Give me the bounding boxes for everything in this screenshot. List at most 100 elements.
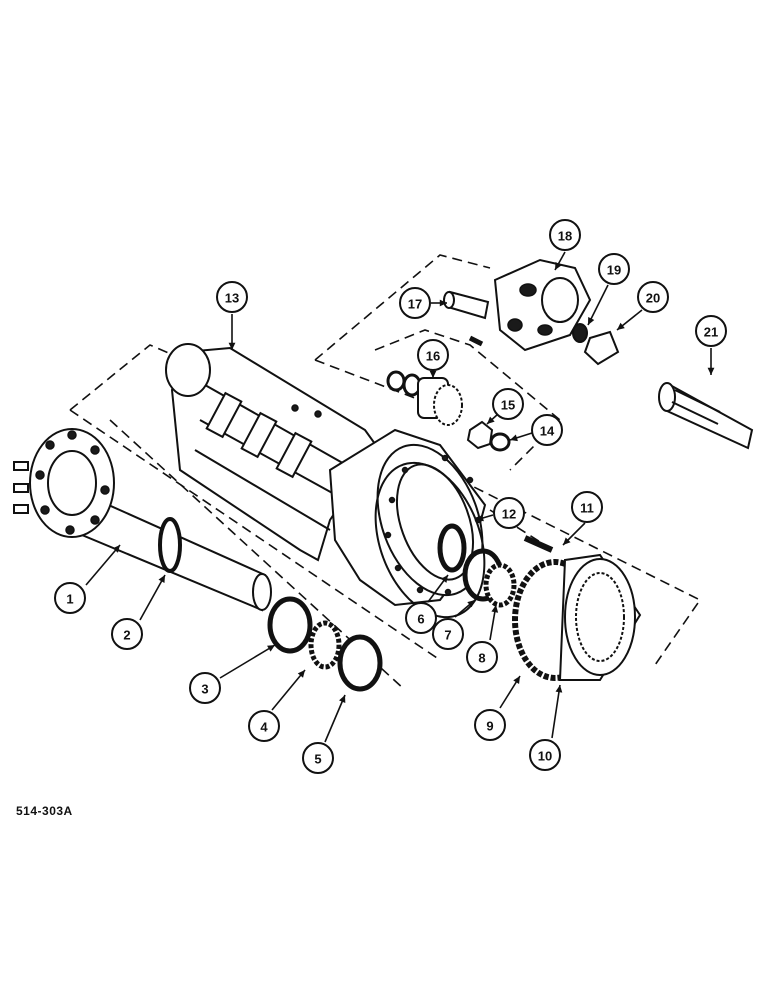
callout-circle: [111, 618, 143, 650]
callout-circle: [492, 388, 524, 420]
sun-gear-shaft: [658, 382, 754, 450]
spacer-ring: [337, 634, 383, 692]
callout-circle: [695, 315, 727, 347]
bearing-cone: [308, 620, 342, 670]
arrowhead-2: [158, 575, 165, 583]
callout-20: 20: [637, 281, 669, 313]
arrowhead-3: [267, 645, 275, 652]
callout-3: 3: [189, 672, 221, 704]
callout-number: 12: [502, 507, 516, 522]
callout-circle: [248, 710, 280, 742]
planet-pin: [443, 290, 490, 320]
retainer-plate: [583, 330, 620, 366]
callout-number: 5: [314, 752, 321, 767]
callout-circle: [531, 414, 563, 446]
arrowhead-7: [467, 600, 475, 608]
callout-19: 19: [598, 253, 630, 285]
callout-number: 3: [201, 682, 208, 697]
axle-shaft: [13, 428, 272, 612]
bearing: [466, 420, 494, 450]
bearing-cone-inner: [483, 562, 517, 608]
callout-number: 2: [123, 628, 130, 643]
leader-line-5: [324, 694, 346, 743]
planet-gear: [386, 370, 463, 426]
callout-number: 11: [580, 501, 594, 516]
arrowhead-14: [510, 434, 518, 442]
callout-circle: [54, 582, 86, 614]
callout-17: 17: [399, 287, 431, 319]
arrowhead-5: [339, 695, 346, 703]
leader-line-19: [587, 284, 609, 326]
callout-circle: [474, 709, 506, 741]
callout-21: 21: [695, 315, 727, 347]
callout-number: 8: [478, 651, 485, 666]
callout-number: 16: [426, 349, 440, 364]
callout-12: 12: [493, 497, 525, 529]
callout-14: 14: [531, 414, 563, 446]
bearing-cup: [267, 596, 313, 654]
washer: [572, 323, 588, 343]
callout-number: 7: [444, 628, 451, 643]
leader-line-10: [551, 684, 561, 739]
arrowhead-21: [707, 367, 715, 375]
callout-2: 2: [111, 618, 143, 650]
callout-4: 4: [248, 710, 280, 742]
callout-7: 7: [432, 618, 464, 650]
arrowhead-13: [228, 342, 236, 350]
callout-number: 21: [704, 325, 718, 340]
leader-lines: [85, 251, 715, 743]
callout-number: 10: [538, 749, 552, 764]
callout-circle: [399, 287, 431, 319]
callout-10: 10: [529, 739, 561, 771]
arrowhead-17: [439, 299, 447, 307]
planet-carrier: [493, 258, 592, 352]
callout-circle: [571, 491, 603, 523]
callout-circle: [302, 742, 334, 774]
arrowhead-19: [588, 317, 595, 325]
roll-pin: [468, 335, 484, 347]
callout-number: 14: [540, 424, 555, 439]
callout-circle: [549, 219, 581, 251]
arrowhead-11: [563, 537, 571, 545]
figure-code: 514-303A: [16, 804, 73, 818]
leader-line-4: [271, 669, 306, 711]
callout-number: 13: [225, 291, 239, 306]
arrowhead-10: [555, 685, 563, 693]
callout-circle: [466, 641, 498, 673]
callout-number: 6: [417, 612, 424, 627]
assembly-dashed-lines: [69, 254, 702, 691]
callout-8: 8: [466, 641, 498, 673]
callout-number: 15: [501, 398, 515, 413]
arrowhead-1: [112, 545, 120, 553]
arrowhead-6: [440, 575, 448, 583]
callout-circle: [432, 618, 464, 650]
callout-16: 16: [417, 339, 449, 371]
thrust-washer: [489, 432, 511, 452]
callout-circle: [637, 281, 669, 313]
seal-inner: [437, 523, 467, 573]
callout-15: 15: [492, 388, 524, 420]
callout-number: 17: [408, 297, 422, 312]
callout-5: 5: [302, 742, 334, 774]
callout-circle: [189, 672, 221, 704]
callout-number: 18: [558, 229, 572, 244]
arrowhead-12: [476, 514, 484, 522]
callout-number: 1: [66, 592, 73, 607]
arrowhead-4: [297, 670, 305, 678]
arrowhead-15: [487, 416, 495, 424]
callout-circle: [598, 253, 630, 285]
seal: [158, 517, 182, 573]
arrowhead-16: [429, 370, 437, 378]
callout-9: 9: [474, 709, 506, 741]
arrowhead-8: [491, 605, 499, 613]
callout-circle: [493, 497, 525, 529]
callout-1: 1: [54, 582, 86, 614]
callout-number: 4: [260, 720, 268, 735]
callout-11: 11: [571, 491, 603, 523]
callout-circle: [417, 339, 449, 371]
arrowhead-9: [513, 676, 520, 684]
arrowhead-20: [617, 322, 625, 330]
callout-6: 6: [405, 602, 437, 634]
